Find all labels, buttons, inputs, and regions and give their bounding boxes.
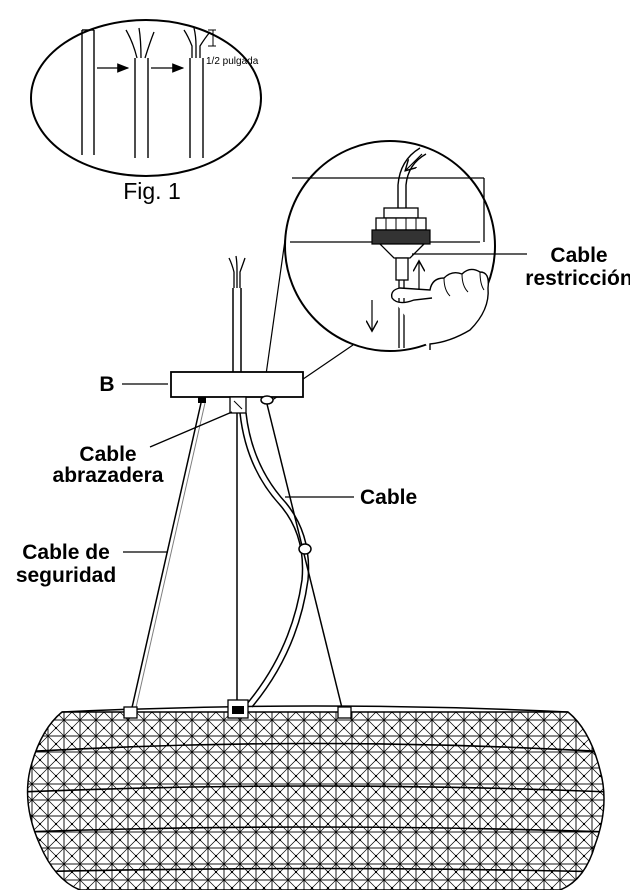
left-fitting (198, 397, 206, 403)
safety-cable-label-1: Cable de (22, 541, 110, 564)
shade-mount-right (337, 706, 352, 719)
lamp-shade (26, 699, 605, 890)
restriction-cable-label-1: Cable (550, 244, 607, 267)
fig1-oval (30, 19, 262, 177)
supply-wire (228, 255, 246, 372)
safety-cable-label-2: seguridad (16, 564, 116, 587)
cord-clip (298, 543, 312, 555)
strip-length-label: 1/2 pulgada (206, 56, 259, 67)
canopy-b (170, 371, 304, 398)
cable-clamp-label-1: Cable (79, 443, 136, 466)
power-cord (239, 412, 304, 706)
fig1-caption: Fig. 1 (123, 178, 181, 204)
right-fitting (260, 395, 274, 405)
canopy-label: B (99, 373, 114, 396)
restriction-detail (284, 140, 496, 352)
fig1-detail: 1/2 pulgada (30, 19, 262, 177)
cable-label: Cable (360, 486, 417, 509)
safety-cable-right (266, 403, 344, 713)
safety-cable-left (130, 402, 202, 713)
shade-mount-left (123, 706, 138, 719)
cable-clamp-label-2: abrazadera (53, 464, 164, 487)
cable-clamp-leader (149, 411, 233, 448)
restriction-cable-label-2: restricción (525, 267, 630, 290)
